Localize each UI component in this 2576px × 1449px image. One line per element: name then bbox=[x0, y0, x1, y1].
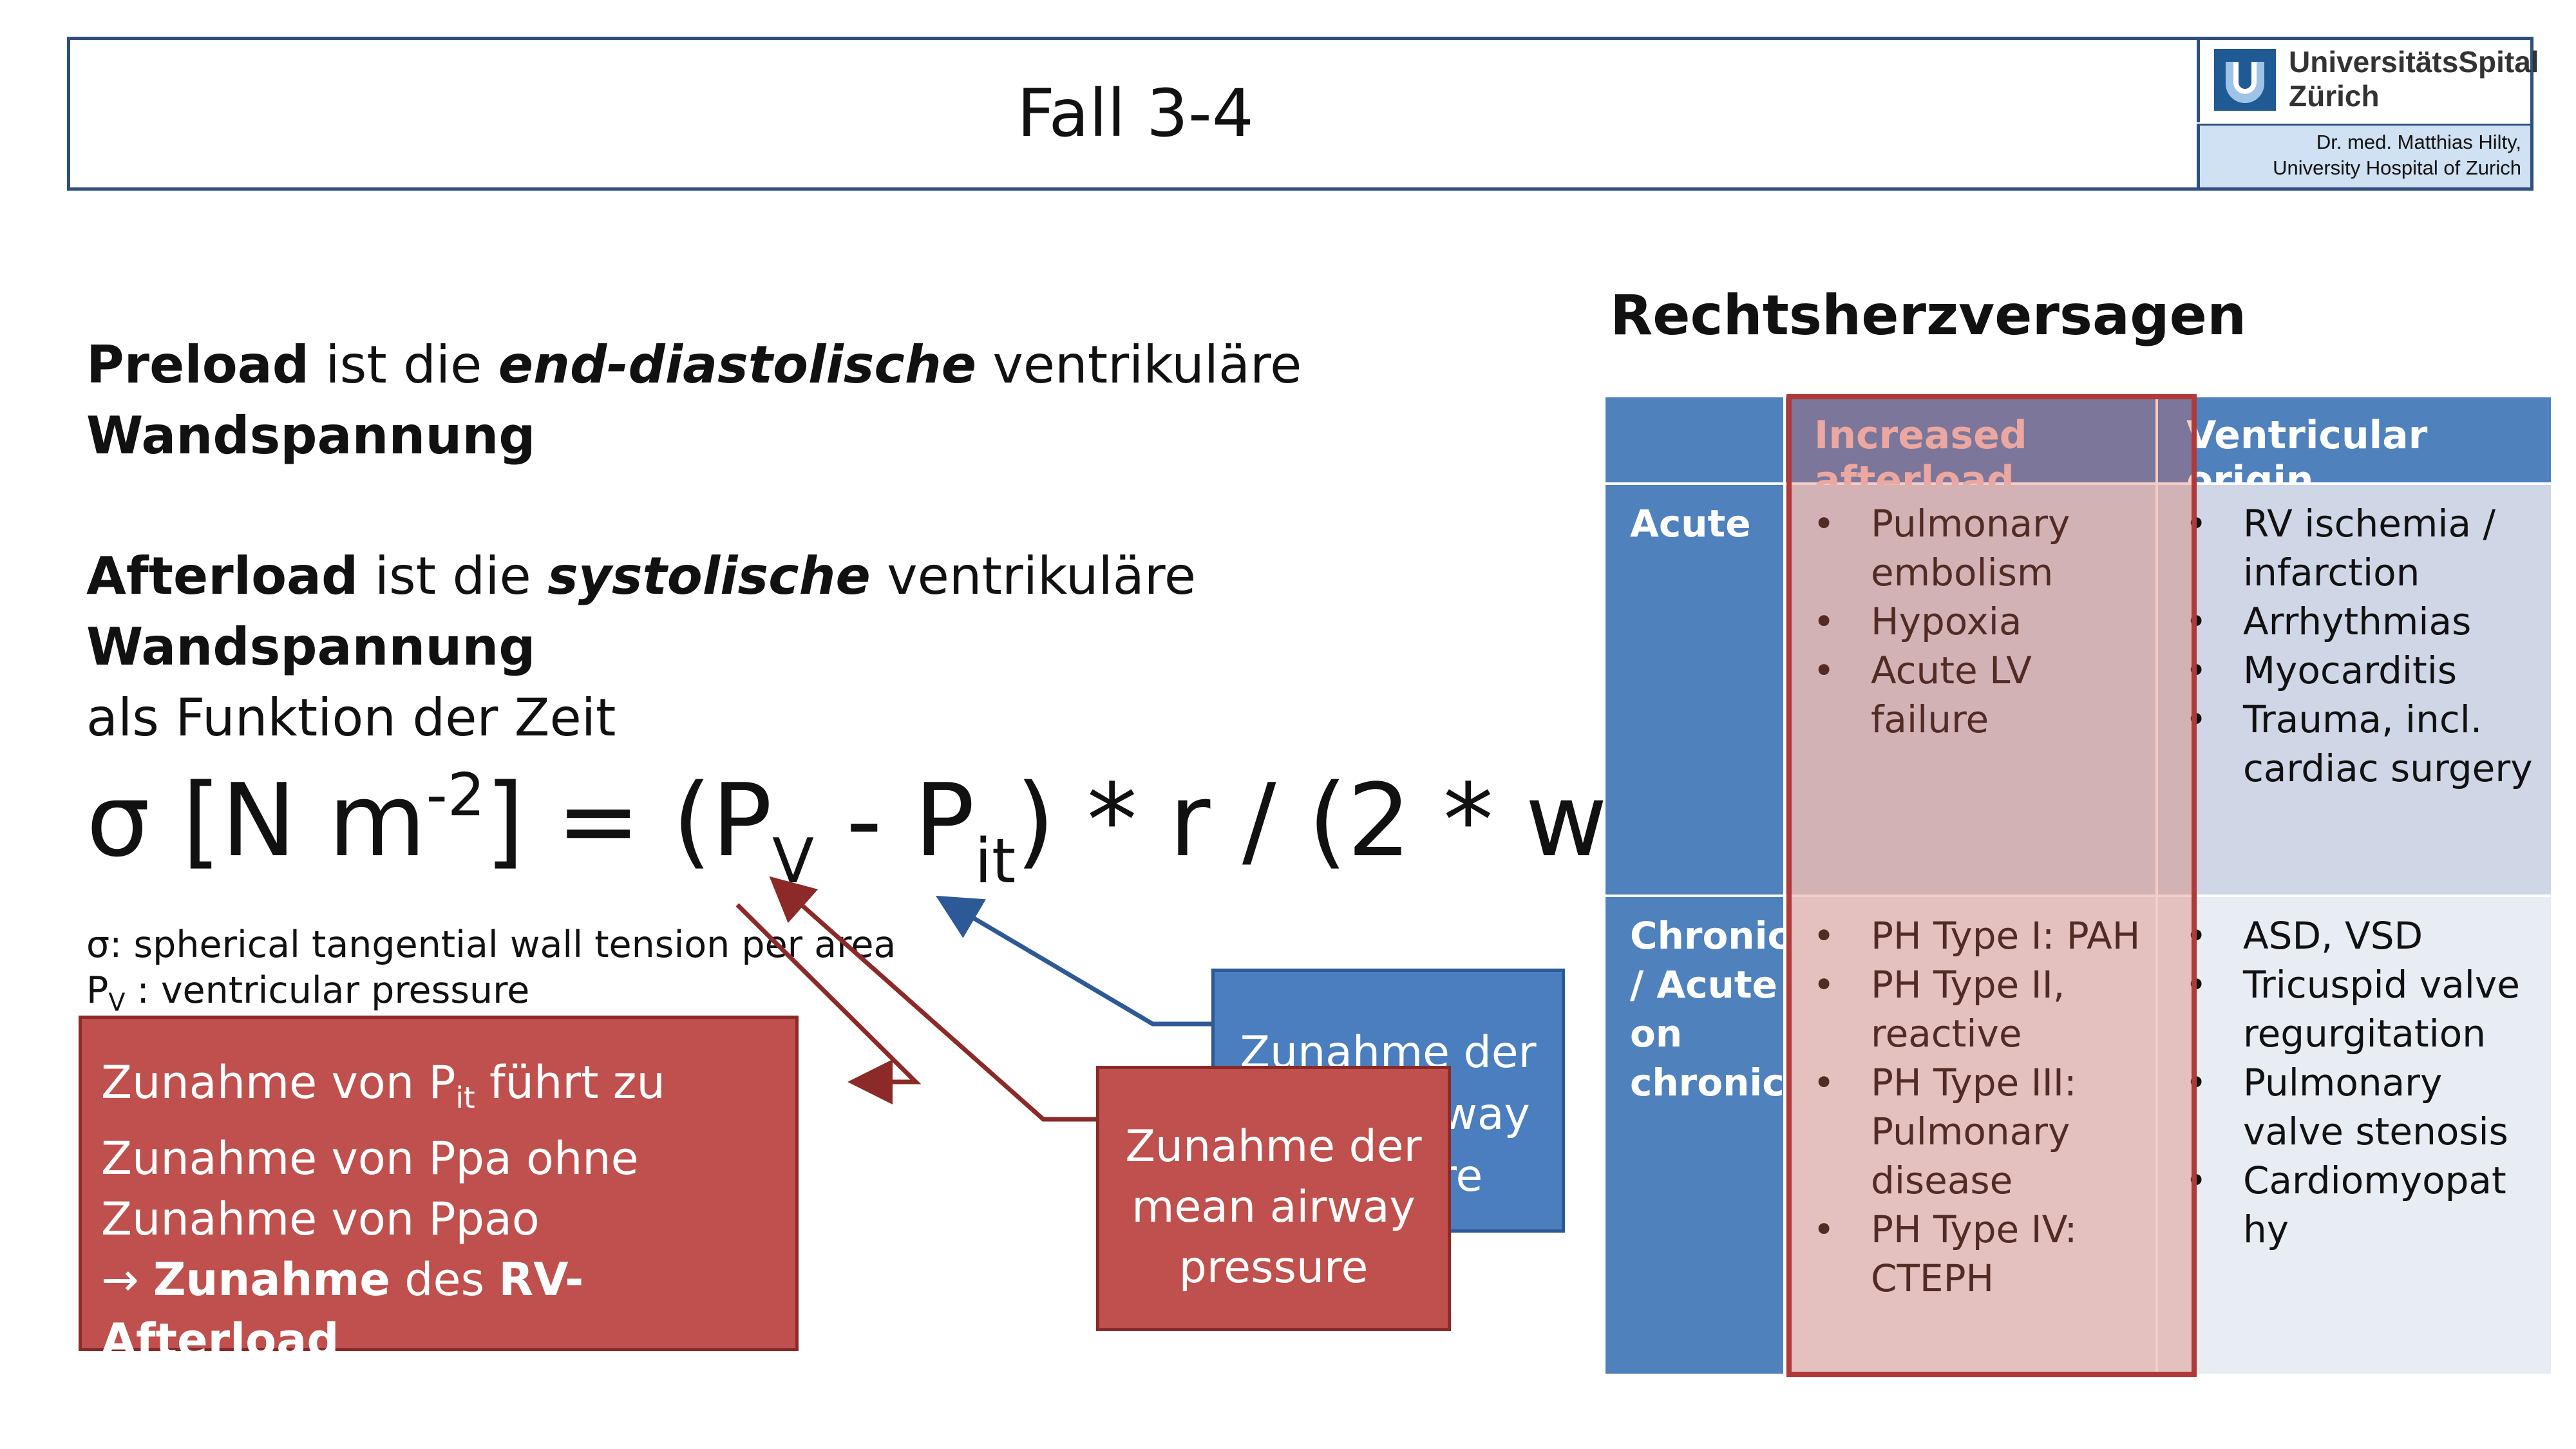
header-empty bbox=[1605, 397, 1783, 482]
header-ventricular-origin: Ventricular origin bbox=[2158, 397, 2551, 503]
preload-definition: Preload ist die end-diastolische ventrik… bbox=[86, 330, 1567, 471]
text: P bbox=[86, 969, 109, 1012]
formula-part: - P bbox=[814, 762, 975, 879]
list-item: Myocarditis bbox=[2158, 646, 2551, 695]
red-callout-pit: Zunahme von Pit führt zu Zunahme von Ppa… bbox=[79, 1016, 799, 1367]
arrow-glyph: → bbox=[101, 1253, 153, 1306]
preload-wandspannung: Wandspannung bbox=[86, 406, 536, 466]
author-name: Dr. med. Matthias Hilty, bbox=[2316, 131, 2521, 153]
afterload-highlight-frame bbox=[1786, 394, 2197, 1377]
formula-subscript: V bbox=[772, 826, 814, 897]
logo: UniversitätsSpital Zürich bbox=[2197, 40, 2539, 122]
callout-line: Zunahme der bbox=[1125, 1121, 1422, 1172]
rv-failure-table: Increased afterload Ventricular origin A… bbox=[1605, 397, 2551, 1374]
formula-subscript: it bbox=[974, 826, 1016, 897]
usz-logo-icon bbox=[2214, 49, 2276, 111]
preload-emphasis: end-diastolische bbox=[498, 335, 977, 395]
list-item: Hypoxia bbox=[1786, 597, 2155, 646]
sigma-definition: σ: spherical tangential wall tension per… bbox=[86, 923, 896, 966]
callout-line: pressure bbox=[1179, 1242, 1368, 1293]
afterload-term: Afterload bbox=[86, 546, 359, 606]
formula-exponent: -2 bbox=[426, 761, 486, 829]
cell-chronic-afterload: PH Type I: PAH PH Type II, reactive PH T… bbox=[1786, 897, 2155, 1374]
list-item: PH Type III: Pulmonary disease bbox=[1786, 1058, 2155, 1205]
author-affiliation: University Hospital of Zurich bbox=[2273, 156, 2521, 179]
afterload-wandspannung: Wandspannung bbox=[86, 617, 536, 677]
list-item: PH Type II, reactive bbox=[1786, 960, 2155, 1058]
text: ventrikuläre bbox=[976, 335, 1302, 395]
list-item: Pulmonary embolism bbox=[1786, 499, 2155, 597]
text: ist die bbox=[358, 546, 548, 606]
callout-text: führt zu bbox=[475, 1056, 665, 1109]
formula-part: ] = (P bbox=[485, 762, 772, 879]
callout-subscript: it bbox=[455, 1081, 475, 1115]
formula-part: ) * r / (2 * w) bbox=[1016, 762, 1647, 879]
list-item: Acute LV failure bbox=[1786, 646, 2155, 744]
list-item: Pulmonary valve stenosis bbox=[2158, 1058, 2551, 1156]
list-item: Cardiomyopat hy bbox=[2158, 1156, 2551, 1254]
list-item: RV ischemia / infarction bbox=[2158, 499, 2551, 597]
list-item: ASD, VSD bbox=[2158, 911, 2551, 960]
text: : ventricular pressure bbox=[125, 969, 530, 1012]
row-label-acute: Acute bbox=[1605, 485, 1783, 895]
header-increased-afterload: Increased afterload bbox=[1786, 397, 2155, 503]
afterload-definition: Afterload ist die systolische ventrikulä… bbox=[86, 541, 1619, 753]
list-item: Trauma, incl. cardiac surgery bbox=[2158, 695, 2551, 793]
callout-text: Zunahme von P bbox=[101, 1056, 456, 1109]
afterload-line2: als Funktion der Zeit bbox=[86, 688, 616, 748]
slide-header: Fall 3-4 UniversitätsSpital Zürich Dr. m… bbox=[67, 37, 2539, 191]
text: ist die bbox=[308, 335, 498, 395]
preload-term: Preload bbox=[86, 335, 309, 395]
logo-text: UniversitätsSpital Zürich bbox=[2289, 45, 2539, 113]
callout-text: des bbox=[390, 1253, 499, 1306]
cell-acute-ventricular: RV ischemia / infarction Arrhythmias Myo… bbox=[2158, 485, 2551, 895]
cell-acute-afterload: Pulmonary embolism Hypoxia Acute LV fail… bbox=[1786, 485, 2155, 895]
pv-definition: PV : ventricular pressure bbox=[86, 968, 529, 1025]
list-item: PH Type I: PAH bbox=[1786, 911, 2155, 960]
slide-title: Fall 3-4 bbox=[1017, 75, 1254, 152]
laplace-formula: σ [N m-2] = (PV - Pit) * r / (2 * w) bbox=[86, 737, 1647, 920]
callout-line: Zunahme von Ppao bbox=[101, 1193, 540, 1245]
author-box: Dr. med. Matthias Hilty, University Hosp… bbox=[2197, 124, 2530, 187]
table-title: Rechtsherzversagen bbox=[1610, 283, 2247, 348]
cell-chronic-ventricular: ASD, VSD Tricuspid valve regurgitation P… bbox=[2158, 897, 2551, 1374]
callout-bold: RV-Afterload bbox=[101, 1253, 584, 1367]
formula-part: σ [N m bbox=[86, 762, 426, 879]
logo-line-2: Zürich bbox=[2289, 79, 2380, 113]
text: ventrikuläre bbox=[870, 546, 1197, 606]
list-item: PH Type IV: CTEPH bbox=[1786, 1205, 2155, 1303]
list-item: Tricuspid valve regurgitation bbox=[2158, 960, 2551, 1058]
red-callout-airway: Zunahme der mean airway pressure bbox=[1096, 1066, 1451, 1331]
callout-bold: Zunahme bbox=[153, 1253, 390, 1306]
logo-line-1: UniversitätsSpital bbox=[2289, 45, 2539, 79]
subscript: V bbox=[108, 988, 126, 1017]
list-item: Arrhythmias bbox=[2158, 597, 2551, 646]
callout-line: Zunahme von Ppa ohne bbox=[101, 1132, 639, 1185]
callout-line: mean airway bbox=[1132, 1182, 1416, 1233]
afterload-emphasis: systolische bbox=[547, 546, 871, 606]
row-label-chronic: Chronic / Acute on chronic bbox=[1605, 897, 1790, 1374]
